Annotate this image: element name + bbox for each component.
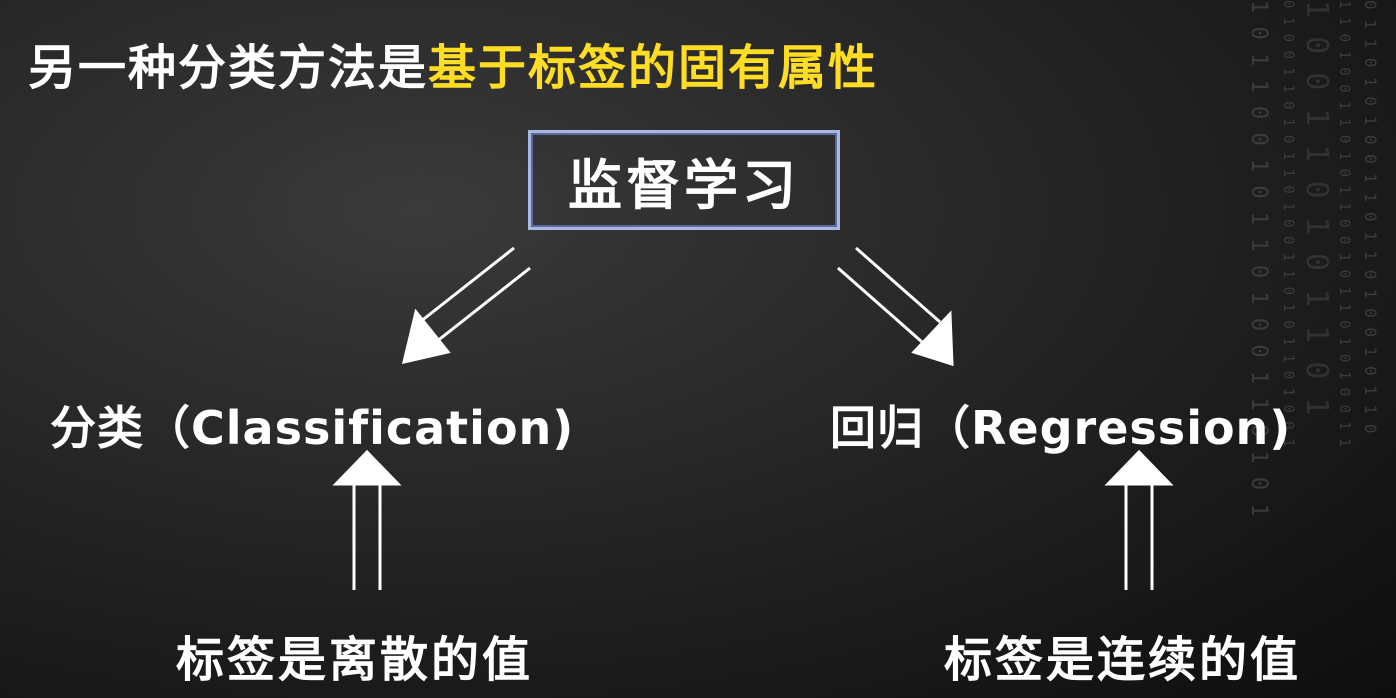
arrow-root-to-regression [837, 246, 954, 367]
title-prefix: 另一种分类方法是 [28, 40, 429, 96]
root-node-label: 监督学习 [568, 153, 800, 217]
root-node-supervised-learning: 监督学习 [528, 130, 840, 230]
arrow-root-to-classification [401, 246, 531, 364]
binary-background-decoration: 1 0 1 1 0 0 1 0 1 1 0 1 0 0 1 1 0 1 0 1 … [1246, 0, 1380, 517]
slide-title: 另一种分类方法是基于标签的固有属性 [28, 28, 878, 98]
classification-node: 分类（Classification) [50, 401, 575, 455]
classification-description: 标签是离散的值 [176, 632, 534, 688]
arrow-continuous-to-regression [1104, 449, 1174, 590]
title-highlight: 基于标签的固有属性 [428, 40, 879, 96]
regression-description: 标签是连续的值 [944, 632, 1302, 688]
arrow-discrete-to-classification [332, 449, 402, 590]
regression-node: 回归（Regression) [830, 401, 1292, 455]
